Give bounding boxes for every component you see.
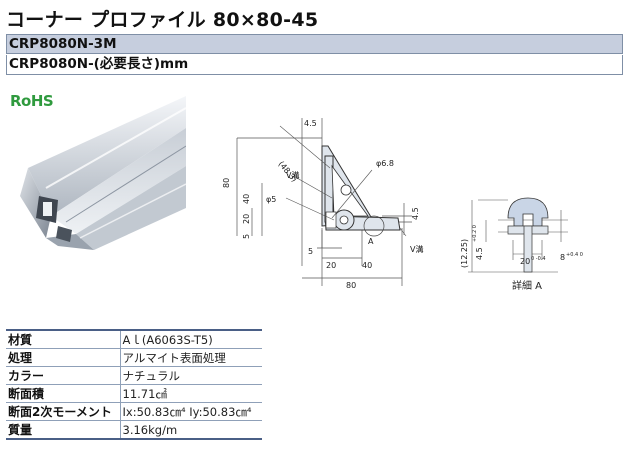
title-row: コーナー プロファイル 80×80-45 [6,3,624,33]
detail-dim-12-25: (12.25) [460,239,469,268]
detail-a-label: 詳細 A [512,281,543,292]
dim-5-bottom: 5 [308,247,313,256]
table-row: 質量 3.16kg/m [6,420,262,440]
dim-40-bottom: 40 [362,261,372,270]
spec-value-color: ナチュラル [120,366,262,385]
detail-mark-a: A [368,237,374,246]
spec-value-moment-of-inertia: Ix:50.83㎝⁴ Iy:50.83㎝⁴ [120,402,262,421]
detail-a-drawing: (12.25) 4.5 +0.2 0 20 0 -0.4 8 +0.4 0 [460,197,583,273]
spec-value-treatment: アルマイト表面処理 [120,348,262,367]
spec-value-mass: 3.16kg/m [120,420,262,440]
dim-20-bottom: 20 [326,261,336,270]
diameter-5: φ5 [266,195,276,204]
product-photo: RoHS [6,88,187,271]
dim-40-vertical: 40 [242,194,251,204]
dim-4-5-right: 4.5 [411,207,420,220]
dim-80-bottom: 80 [346,281,356,290]
table-row: 処理 アルマイト表面処理 [6,348,262,367]
spec-key-treatment: 処理 [6,348,121,367]
spec-table: 材質 Aｌ(A6063S-T5) 処理 アルマイト表面処理 カラー ナチュラル … [6,329,262,440]
diameter-6-8: φ6.8 [376,159,394,168]
table-row: 断面2次モーメント Ix:50.83㎝⁴ Iy:50.83㎝⁴ [6,402,262,421]
product-code-custom-length: CRP8080N-(必要長さ)mm [6,55,623,75]
table-row: 断面積 11.71㎠ [6,384,262,403]
cross-section-drawing: 4.5 (48.3) V溝 80 40 20 5 φ6.8 φ5 4.5 A V… [222,118,423,290]
spec-key-mass: 質量 [6,420,121,440]
detail-dim-4-5-tolerance: +0.2 0 [472,225,478,242]
dim-4-5-top: 4.5 [304,119,317,128]
page-title: コーナー プロファイル 80×80-45 [6,9,319,31]
spec-value-cross-section-area: 11.71㎠ [120,384,262,403]
detail-dim-20-tolerance: 0 -0.4 [531,256,546,262]
dim-80-vertical: 80 [222,178,231,188]
rohs-logo: RoHS [10,92,54,110]
table-row: カラー ナチュラル [6,366,262,385]
table-row: 材質 Aｌ(A6063S-T5) [6,329,262,349]
spec-key-cross-section-area: 断面積 [6,384,121,403]
product-code-standard: CRP8080N-3M [6,34,623,54]
product-photo-image [20,96,187,250]
spec-key-material: 材質 [6,329,121,349]
detail-dim-8: 8 [560,253,565,262]
v-groove-label-2: V溝 [410,244,423,254]
spec-key-color: カラー [6,366,121,385]
detail-dim-8-tolerance: +0.4 0 [566,252,583,258]
detail-dim-20: 20 [520,257,530,266]
dim-5-vertical: 5 [242,234,251,239]
dim-20-vertical: 20 [242,214,251,224]
v-groove-label-1: V溝 [286,170,299,180]
spec-value-material: Aｌ(A6063S-T5) [120,329,262,349]
detail-dim-4-5: 4.5 [475,247,484,260]
spec-key-moment-of-inertia: 断面2次モーメント [6,402,121,421]
